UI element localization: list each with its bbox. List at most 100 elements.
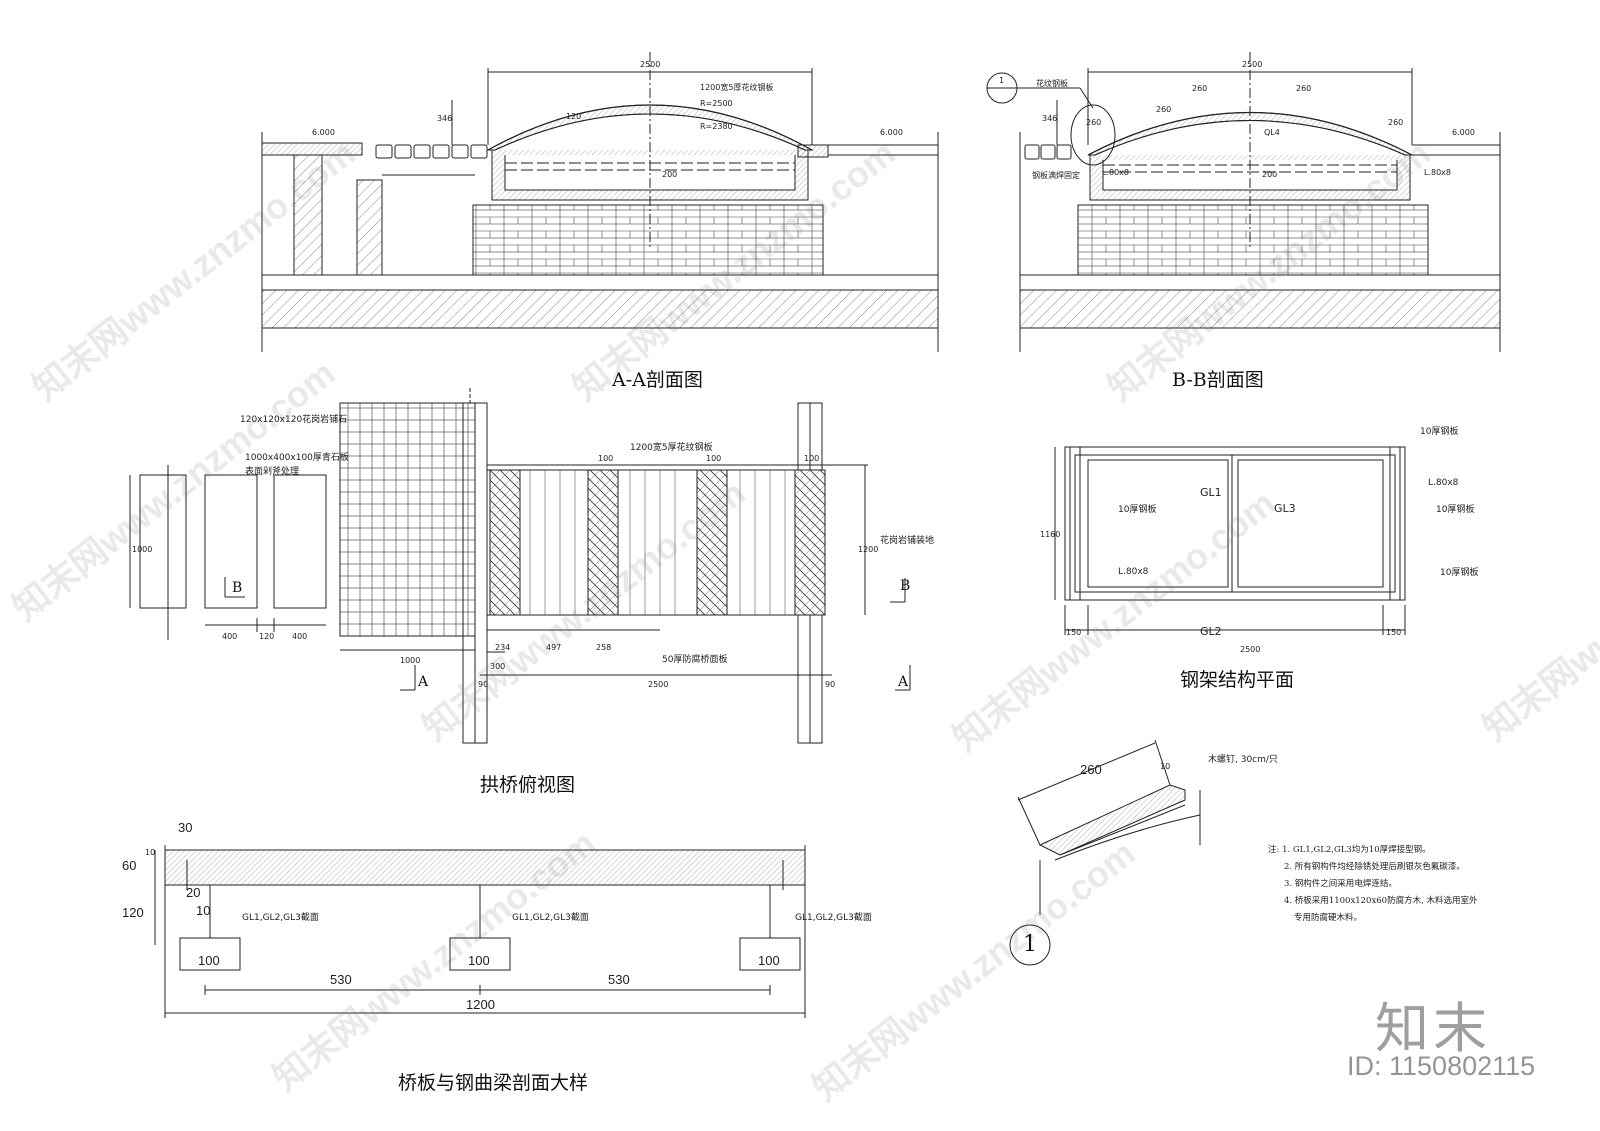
ds-dim-100: 100	[198, 953, 220, 968]
plan-dim-1000h: 1000	[400, 656, 421, 665]
frame-angle-2: L.80x8	[1118, 567, 1149, 577]
frame-plate-left: 10厚钢板	[1118, 505, 1157, 515]
plan-cut-b-left: B	[232, 580, 243, 596]
plan-dim-100: 100	[598, 454, 614, 463]
detail-section	[154, 845, 806, 1018]
bb-dim-top: 2500	[1242, 60, 1263, 69]
bb-dim-260: 260	[1156, 105, 1172, 114]
aa-dim-346: 346	[437, 114, 453, 123]
plan-dim-400: 400	[222, 632, 238, 641]
note-line: 2. 所有钢构件均经除锈处理后刷银灰色氟碳漆。	[1284, 862, 1465, 872]
plan-plate-label: 1200宽5厚花纹钢板	[630, 443, 713, 453]
frame-dim-2500: 2500	[1240, 645, 1261, 654]
frame-gl2: GL2	[1200, 625, 1222, 638]
frame-gl3: GL3	[1274, 502, 1296, 515]
note-line: 注: 1. GL1,GL2,GL3均为10厚焊接型钢。	[1268, 845, 1431, 855]
image-id: ID: 1150802115	[1347, 1051, 1536, 1081]
plan-granite-label: 120x120x120花岗岩铺石	[240, 415, 348, 425]
detail1-dim-260: 260	[1080, 762, 1102, 777]
aa-level-right: 6.000	[880, 128, 903, 137]
aa-radius-2: R=2380	[700, 122, 733, 131]
ds-section-label: GL1,GL2,GL3截面	[242, 913, 319, 923]
detail-1	[1009, 739, 1201, 966]
bb-angle-left: L.80x8	[1102, 168, 1130, 177]
note-line: 专用防腐硬木料。	[1294, 913, 1363, 923]
title-section-bb: B-B剖面图	[1172, 369, 1264, 391]
ds-dim-100: 100	[468, 953, 490, 968]
ds-dim-10: 10	[145, 848, 156, 857]
ds-dim-530: 530	[330, 972, 352, 987]
plan-dim-100: 100	[804, 454, 820, 463]
plan-dim-234: 234	[495, 643, 511, 652]
plan-dim-1200: 1200	[858, 545, 879, 554]
plan-dim-90: 90	[478, 680, 489, 689]
plan-cut-a-right: A	[898, 674, 909, 690]
ds-dim-30: 30	[178, 820, 193, 835]
plan-paving-label: 花岗岩铺装地	[880, 536, 935, 546]
bb-level: 6.000	[1452, 128, 1475, 137]
bb-dim-260: 260	[1192, 84, 1208, 93]
ds-section-label: GL1,GL2,GL3截面	[795, 913, 872, 923]
frame-gl1: GL1	[1200, 486, 1222, 499]
bb-section	[986, 52, 1501, 352]
aa-dim-120: 120	[566, 112, 582, 121]
aa-plate-label: 1200宽5厚花纹钢板	[700, 83, 774, 92]
frame-top-label: 10厚钢板	[1420, 427, 1459, 437]
aa-section	[261, 52, 939, 352]
ds-dim-530: 530	[608, 972, 630, 987]
notes-block: 注: 1. GL1,GL2,GL3均为10厚焊接型钢。 2. 所有钢构件均经除锈…	[1268, 842, 1477, 927]
plan-view	[129, 388, 911, 744]
ds-dim-120: 120	[122, 905, 144, 920]
plan-dim-400: 400	[292, 632, 308, 641]
ds-dim-1200: 1200	[466, 997, 495, 1012]
frame-plate-right-2: 10厚钢板	[1440, 568, 1479, 578]
bb-note-left: 钢板满焊固定	[1032, 171, 1080, 180]
plan-dim-497: 497	[546, 643, 562, 652]
ds-dim-20: 20	[186, 885, 201, 900]
frame-dim-150: 150	[1066, 628, 1082, 637]
title-plan-view: 拱桥俯视图	[480, 774, 576, 796]
bb-callout-label: 花纹钢板	[1036, 79, 1068, 88]
bb-dim-260: 260	[1086, 118, 1102, 127]
bb-callout-num: 1	[999, 76, 1005, 85]
brand-logo: 知末	[1375, 997, 1491, 1060]
bb-dim-200: 200	[1262, 170, 1278, 179]
detail1-number: 1	[1023, 932, 1037, 957]
plan-dim-300: 300	[490, 662, 506, 671]
plan-dim-100: 100	[706, 454, 722, 463]
plan-slab-label-2: 表面剁斧处理	[245, 467, 300, 477]
bb-dim-260: 260	[1296, 84, 1312, 93]
note-line: 3. 钢构件之间采用电焊连结。	[1284, 879, 1397, 889]
plan-dim-120: 120	[259, 632, 275, 641]
detail1-dim-10: 10	[1160, 762, 1171, 771]
bb-dim-260: 260	[1388, 118, 1404, 127]
note-line: 4. 桥板采用1100x120x60防腐方木, 木料选用室外	[1284, 896, 1478, 906]
plan-dim-1000: 1000	[132, 545, 153, 554]
steel-frame-plan	[1054, 446, 1406, 635]
ds-dim-60: 60	[122, 858, 137, 873]
ds-dim-10b: 10	[196, 903, 211, 918]
frame-dim-150: 150	[1386, 628, 1402, 637]
plan-slab-label: 1000x400x100厚青石板	[245, 453, 349, 463]
bb-angle-right: L.80x8	[1424, 168, 1452, 177]
bb-dim-346: 346	[1042, 114, 1058, 123]
plan-cut-b-right: B	[900, 578, 911, 594]
ds-dim-100: 100	[758, 953, 780, 968]
detail1-screw-label: 木螺钉, 30cm/只	[1208, 755, 1278, 765]
aa-dim-200: 200	[662, 170, 678, 179]
ds-section-label: GL1,GL2,GL3截面	[512, 913, 589, 923]
aa-radius-1: R=2500	[700, 99, 733, 108]
plan-wood-label: 50厚防腐桥面板	[662, 655, 728, 665]
aa-dim-top: 2500	[640, 60, 661, 69]
frame-dim-1160: 1160	[1040, 530, 1061, 539]
plan-cut-a-left: A	[418, 674, 429, 690]
frame-angle-1: L.80x8	[1428, 478, 1459, 488]
frame-plate-right-1: 10厚钢板	[1436, 505, 1475, 515]
plan-dim-2500: 2500	[648, 680, 669, 689]
title-steel-frame: 钢架结构平面	[1180, 669, 1295, 691]
aa-level-left: 6.000	[312, 128, 335, 137]
title-detail-section: 桥板与钢曲梁剖面大样	[398, 1072, 589, 1094]
plan-dim-258: 258	[596, 643, 612, 652]
title-section-aa: A-A剖面图	[612, 369, 703, 391]
